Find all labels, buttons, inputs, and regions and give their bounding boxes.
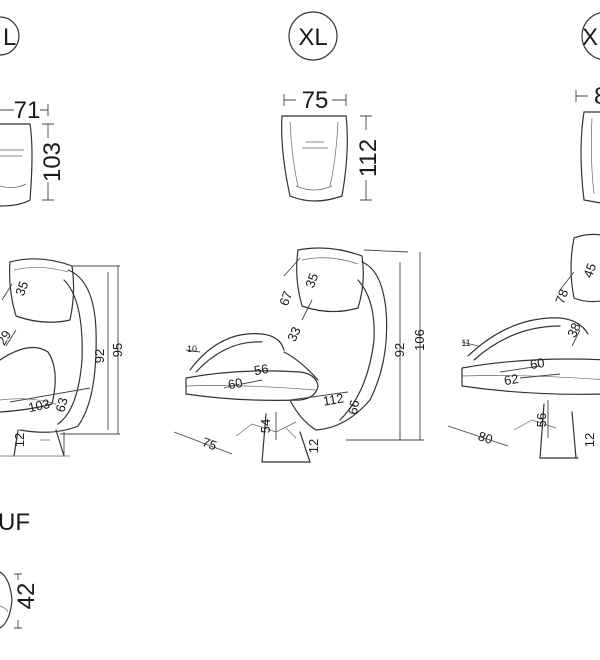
side-view-xl-d106: 106 [412, 329, 427, 351]
size-badge-x: X [581, 12, 600, 60]
side-view-x-d60: 60 [529, 355, 546, 372]
size-badge-x-label: X [582, 24, 598, 51]
size-badge-xl: XL [288, 11, 338, 61]
side-view-x-d11: 11 [461, 338, 470, 348]
top-view-l-width: 71 [14, 97, 41, 124]
top-view-xl-width: 75 [302, 87, 329, 114]
side-view-xl-d67: 67 [276, 289, 295, 308]
side-view-xl-d35: 35 [302, 271, 321, 290]
top-view-x-width: 8 [594, 83, 600, 110]
side-view-xl-d33: 33 [284, 324, 304, 343]
side-view-xl-d75: 75 [200, 434, 219, 453]
side-view-l: 35 29 92 95 103 63 12 [0, 258, 125, 457]
side-view-l-d35: 35 [12, 279, 31, 298]
top-view-x: 8 [575, 83, 600, 204]
top-view-l: 71 103 [0, 97, 66, 207]
side-view-l-d95: 95 [110, 343, 125, 357]
side-view-x-d62: 62 [503, 371, 520, 388]
footstool-view: UF 42 [0, 509, 40, 629]
side-view-x-d12: 12 [582, 433, 597, 447]
top-view-xl: 75 112 [281, 87, 382, 202]
size-badge-l-label: L [3, 24, 16, 51]
size-badge-xl-label: XL [298, 24, 327, 51]
side-view-x-d80: 80 [476, 428, 494, 447]
side-view-x-d56: 56 [534, 413, 549, 427]
side-view-x-d45: 45 [580, 261, 599, 280]
side-view-l-d92: 92 [92, 349, 107, 363]
side-view-xl-d10: 10 [187, 344, 197, 354]
side-view-l-d29: 29 [0, 328, 14, 348]
footstool-height: 42 [13, 583, 40, 610]
side-view-l-d63: 63 [53, 396, 71, 414]
side-view-l-d103: 103 [27, 396, 51, 415]
side-view-xl-d66: 66 [345, 399, 362, 416]
side-view-xl-d12: 12 [306, 439, 321, 453]
side-view-xl-d60: 60 [227, 375, 244, 392]
side-view-x-d78: 78 [552, 287, 571, 306]
side-view-l-d12: 12 [12, 433, 27, 447]
side-view-xl-d112: 112 [322, 390, 345, 408]
side-view-xl: 67 35 33 10 56 60 92 106 112 66 54 75 12 [173, 247, 427, 463]
side-view-xl-d92: 92 [392, 343, 407, 357]
side-view-x-d38: 38 [564, 320, 584, 339]
side-view-x: 78 45 38 11 60 62 56 80 12 [447, 233, 600, 459]
side-view-xl-d54: 54 [258, 419, 273, 433]
top-view-l-depth: 103 [39, 142, 66, 182]
size-badge-l: L [0, 16, 20, 56]
top-view-xl-depth: 112 [355, 139, 382, 177]
footstool-label: UF [0, 509, 30, 536]
side-view-xl-d56: 56 [253, 361, 270, 378]
